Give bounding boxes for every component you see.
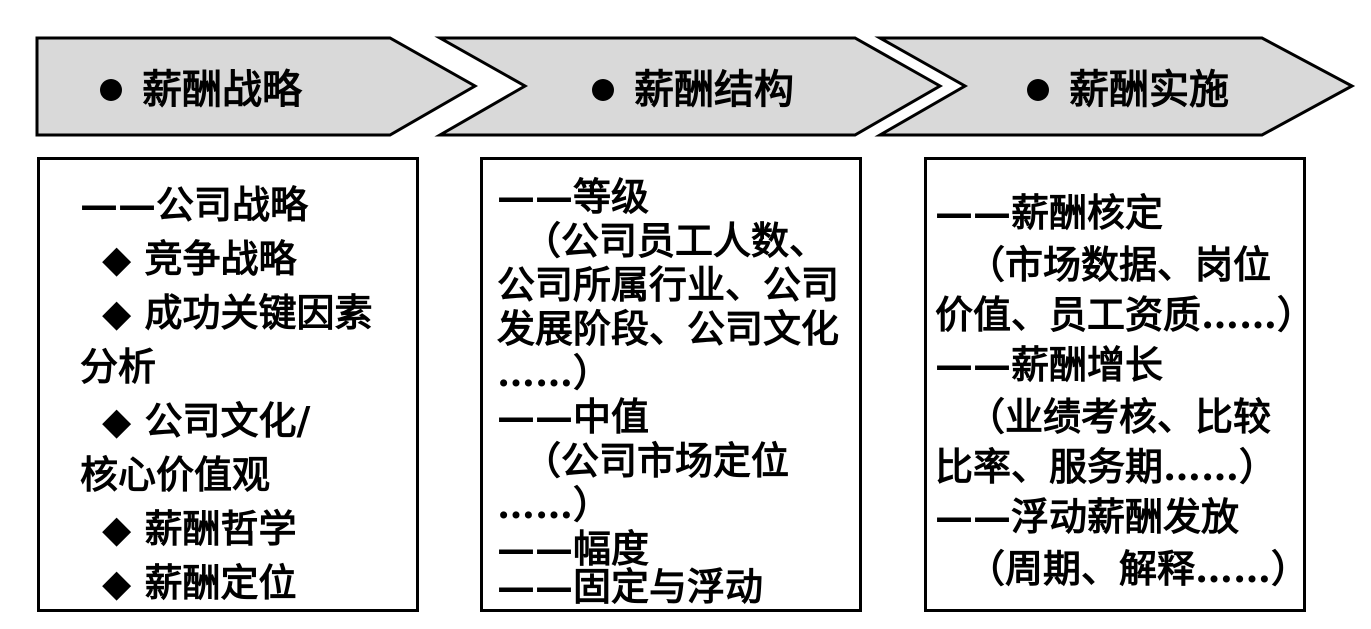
text-line: ◆ 薪酬哲学 [102, 506, 297, 551]
arrow-label-1: 薪酬战略 [100, 58, 302, 122]
text-line: （市场数据、岗位 [967, 242, 1272, 287]
text-line: 分析 [80, 344, 157, 389]
arrow-label-2: 薪酬结构 [592, 58, 794, 122]
text-line: ——薪酬核定 [935, 190, 1164, 235]
text-line: ——薪酬增长 [935, 342, 1164, 387]
text-line: 发展阶段、公司文化 [497, 306, 840, 351]
text-line: ◆ 竞争战略 [102, 236, 297, 281]
text-line: 比率、服务期……） [935, 444, 1278, 489]
text-line: （周期、解释……） [967, 546, 1310, 591]
text-line: ——固定与浮动 [497, 564, 764, 609]
text-line: ◆ 成功关键因素 [102, 290, 373, 335]
text-line: ◆ 公司文化/ [102, 398, 311, 443]
text-line: ……） [497, 350, 612, 395]
bullet-dot-icon [592, 79, 614, 101]
text-line: ——公司战略 [80, 182, 309, 227]
arrow-label-3: 薪酬实施 [1027, 58, 1229, 122]
text-line: （公司员工人数、 [523, 218, 828, 263]
text-line: （业绩考核、比较 [967, 394, 1272, 439]
bullet-dot-icon [1027, 79, 1049, 101]
arrow-shape-2 [434, 36, 944, 137]
content-box-strategy: ——公司战略 ◆ 竞争战略 ◆ 成功关键因素 分析 ◆ 公司文化/ 核心价值观 … [37, 157, 419, 612]
text-line: 价值、员工资质……） [935, 292, 1316, 337]
text-line: 公司所属行业、公司 [497, 262, 840, 307]
arrow-shape-3 [874, 36, 1356, 137]
content-box-implementation: ——薪酬核定 （市场数据、岗位 价值、员工资质……） ——薪酬增长 （业绩考核、… [924, 157, 1315, 612]
bullet-dot-icon [100, 79, 122, 101]
text-line: 核心价值观 [80, 452, 271, 497]
text-line: ——浮动薪酬发放 [935, 494, 1240, 539]
text-line: （公司市场定位 [523, 438, 790, 483]
text-line: ——幅度 [497, 526, 650, 571]
text-line: ◆ 薪酬定位 [102, 560, 297, 605]
process-arrows [35, 36, 1356, 137]
text-line: ——等级 [497, 174, 650, 219]
text-line: ——中值 [497, 394, 650, 439]
arrow-shape-1 [35, 36, 479, 137]
content-box-structure: ——等级 （公司员工人数、 公司所属行业、公司 发展阶段、公司文化 ……） ——… [480, 157, 862, 612]
text-line: ……） [497, 482, 612, 527]
